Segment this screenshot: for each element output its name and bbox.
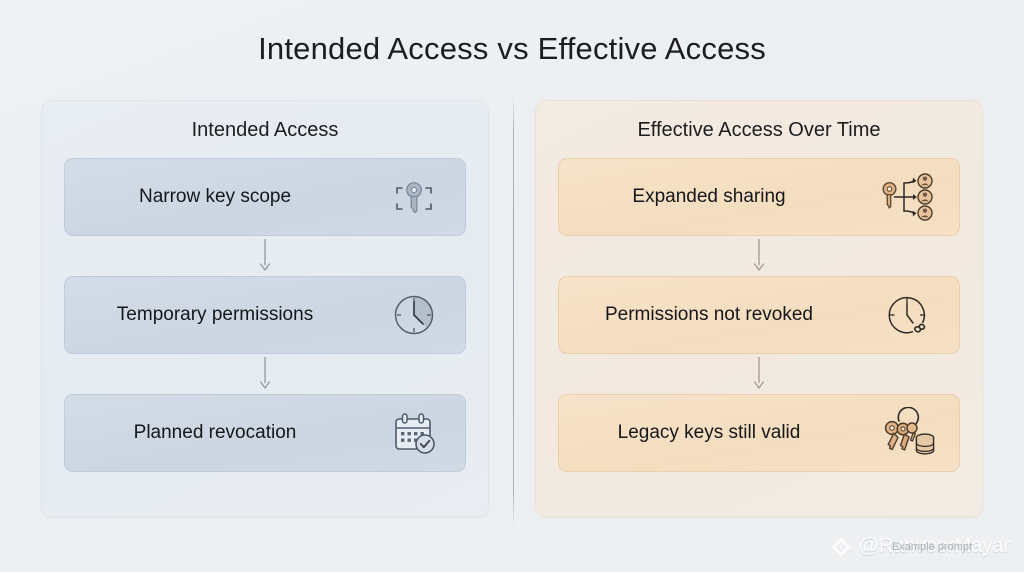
comparison-panels: Intended Access Narrow key scope [41,100,983,517]
panel-divider [513,95,514,527]
clock-infinity-icon [879,286,937,344]
panel-intended-access: Intended Access Narrow key scope [41,100,489,517]
step-legacy-keys-still-valid[interactable]: Legacy keys still valid [558,394,960,472]
step-label: Legacy keys still valid [617,422,801,443]
step-label: Expanded sharing [632,186,786,207]
connector-arrow-2 [258,354,272,394]
panel-effective-access: Effective Access Over Time Expanded shar… [535,100,983,517]
panel-right-heading: Effective Access Over Time [637,119,881,141]
panel-spacer [489,100,535,517]
flow-right: Expanded sharing [558,158,960,472]
arrow-down-icon [753,357,765,389]
step-label: Temporary permissions [116,304,314,325]
step-temporary-permissions[interactable]: Temporary permissions [64,276,466,354]
connector-arrow-3 [752,236,766,276]
step-narrow-key-scope[interactable]: Narrow key scope [64,158,466,236]
step-permissions-not-revoked[interactable]: Permissions not revoked [558,276,960,354]
step-expanded-sharing[interactable]: Expanded sharing [558,158,960,236]
connector-arrow-1 [258,236,272,276]
step-label: Narrow key scope [138,186,292,207]
step-planned-revocation[interactable]: Planned revocation [64,394,466,472]
calendar-check-icon [385,404,443,462]
step-label: Permissions not revoked [604,304,814,325]
arrow-down-icon [753,239,765,271]
diamond-logo-icon [831,537,851,556]
flow-left: Narrow key scope [64,158,466,472]
panel-left-heading: Intended Access [191,119,339,141]
keyring-with-database-icon [879,404,937,462]
clock-partial-sector-icon [385,286,443,344]
page-title: Intended Access vs Effective Access [258,31,766,66]
arrow-down-icon [259,239,271,271]
step-label: Planned revocation [133,422,297,443]
key-in-scope-brackets-icon [385,168,443,226]
key-shared-to-three-users-icon [879,168,937,226]
connector-arrow-4 [752,354,766,394]
arrow-down-icon [259,357,271,389]
watermark-overlay-text: Example prompt [891,541,972,553]
